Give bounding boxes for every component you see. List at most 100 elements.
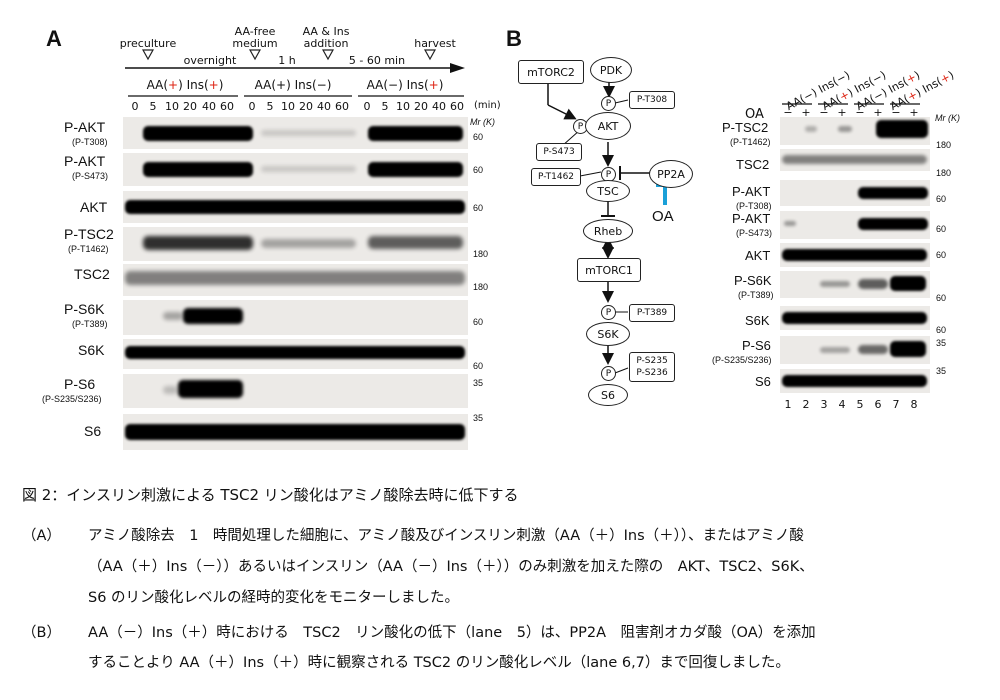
time-point: 5 [381, 100, 389, 113]
oa-label-b: OA [745, 107, 764, 122]
time-point: 10 [281, 100, 295, 113]
blot-a-strip-9 [123, 414, 468, 450]
mw-b-4: 60 [936, 224, 947, 234]
time-point: 60 [220, 100, 234, 113]
blot-b-strip-3 [780, 180, 930, 206]
blot-a-strip-7 [123, 339, 468, 369]
blot-b-strip-9 [780, 369, 930, 393]
blot-b-label-7: S6K [745, 313, 770, 328]
lane-number: 2 [802, 398, 810, 411]
oa-sign: − [891, 106, 901, 119]
min-label: (min) [474, 100, 501, 111]
condition-1: AA(+) Ins(+) [146, 78, 224, 92]
mw-b-2: 180 [936, 168, 952, 178]
blot-b-label-5: AKT [745, 248, 771, 263]
time-point: 0 [363, 100, 371, 113]
mr-label-b: Mr (K) [935, 113, 960, 123]
time-point: 20 [299, 100, 313, 113]
blot-a-strip-5 [123, 264, 468, 296]
blot-a-label-7: S6K [78, 342, 105, 358]
blot-b-label-9: S6 [755, 374, 771, 389]
mw-a-2: 60 [473, 165, 484, 175]
lane-number: 4 [838, 398, 846, 411]
blot-a-strip-4 [123, 227, 468, 261]
blot-b-label-3: P-AKT(P-T308) [732, 184, 772, 211]
mw-a-9: 35 [473, 413, 484, 423]
blot-b-strip-6 [780, 271, 930, 298]
mw-a-7: 60 [473, 361, 484, 371]
blot-a-strip-2 [123, 153, 468, 186]
blot-a-strip-8 [123, 374, 468, 408]
lane-number: 6 [874, 398, 882, 411]
timeline-1h: 1 h [278, 54, 296, 67]
caption-b-label: （B） [22, 625, 61, 641]
panel-b-letter: B [506, 26, 522, 51]
time-points-row: 0 5 10 20 40 60 0 5 10 20 40 60 0 5 10 2… [124, 100, 474, 114]
blot-b-strip-5 [780, 243, 930, 267]
time-point: 10 [396, 100, 410, 113]
pathway-diagram-lines [547, 78, 674, 374]
time-point: 0 [131, 100, 139, 113]
node-rheb: Rheb [583, 219, 633, 243]
timeline-5-60: 5 - 60 min [348, 54, 406, 67]
blot-b-strip-4 [780, 211, 930, 239]
condition-3: AA(−) Ins(+) [366, 78, 444, 92]
blot-a-label-4: P-TSC2(P-T1462) [64, 226, 114, 255]
label-pt308: P-T308 [629, 91, 675, 109]
lane-numbers: 1 2 3 4 5 6 7 8 [780, 398, 930, 412]
time-point: 20 [414, 100, 428, 113]
lane-number: 7 [892, 398, 900, 411]
timeline-preculture: preculture [119, 37, 177, 50]
oa-sign: + [909, 106, 919, 119]
blot-a-strip-1 [123, 117, 468, 149]
lane-number: 1 [784, 398, 792, 411]
time-point: 40 [432, 100, 446, 113]
blot-a-label-2: P-AKT(P-S473) [64, 153, 109, 182]
lane-number: 5 [856, 398, 864, 411]
mw-b-5: 60 [936, 250, 947, 260]
caption-a-line3: S6 のリン酸化レベルの経時的変化をモニターしました。 [88, 590, 460, 606]
label-ps473: P-S473 [536, 143, 582, 161]
blot-a-strip-6 [123, 300, 468, 335]
blot-b-strip-7 [780, 306, 930, 330]
timeline-aa-ins: AA & Ins [302, 25, 350, 38]
mw-b-1: 180 [936, 140, 952, 150]
condition-underlines [128, 95, 464, 97]
node-pp2a: PP2A [649, 160, 693, 188]
mw-a-5: 180 [473, 282, 489, 292]
timeline-overnight: overnight [183, 54, 237, 67]
timeline-medium: medium [232, 37, 278, 50]
timeline-addition: addition [303, 37, 349, 50]
condition-2: AA(+) Ins(−) [254, 78, 332, 92]
blot-b-label-2: TSC2 [736, 157, 770, 172]
oa-sign: + [801, 106, 811, 119]
node-mtorc2: mTORC2 [518, 60, 584, 84]
blot-b-label-8: P-S6(P-S235/S236) [712, 338, 772, 365]
node-tsc: TSC [586, 180, 630, 202]
figure-title: 図 2：インスリン刺激による TSC2 リン酸化はアミノ酸除去時に低下する [22, 486, 519, 504]
phospho-s6k: P [601, 305, 616, 320]
label-pt1462: P-T1462 [531, 168, 581, 186]
mw-a-3: 60 [473, 203, 484, 213]
mw-a-4: 180 [473, 249, 489, 259]
caption-b-line1: AA（－）Ins（＋）時における TSC2 リン酸化の低下（lane 5）は、P… [88, 625, 816, 641]
timeline-arrow [125, 49, 465, 73]
time-point: 5 [149, 100, 157, 113]
phospho-tsc: P [601, 167, 616, 182]
node-s6: S6 [588, 384, 628, 406]
oa-sign: + [873, 106, 883, 119]
caption-a-line1: アミノ酸除去 1 時間処理した細胞に、アミノ酸及びインスリン刺激（AA（＋）In… [88, 528, 804, 544]
timeline-harvest: harvest [414, 37, 456, 50]
blot-a-label-3: AKT [80, 199, 108, 215]
blot-b-strip-1 [780, 117, 930, 145]
blot-b-strip-8 [780, 336, 930, 364]
b-header-underlines [782, 103, 920, 105]
label-oa: OA [652, 208, 674, 225]
mw-b-8: 35 [936, 366, 947, 376]
blot-a-label-1: P-AKT(P-T308) [64, 119, 108, 148]
time-point: 40 [317, 100, 331, 113]
mw-b-6: 60 [936, 293, 947, 303]
caption-a-label: （A） [22, 528, 61, 544]
time-point: 10 [165, 100, 179, 113]
caption-a-line2: （AA（＋）Ins（－））あるいはインスリン（AA（－）Ins（＋））のみ刺激を… [88, 559, 814, 575]
